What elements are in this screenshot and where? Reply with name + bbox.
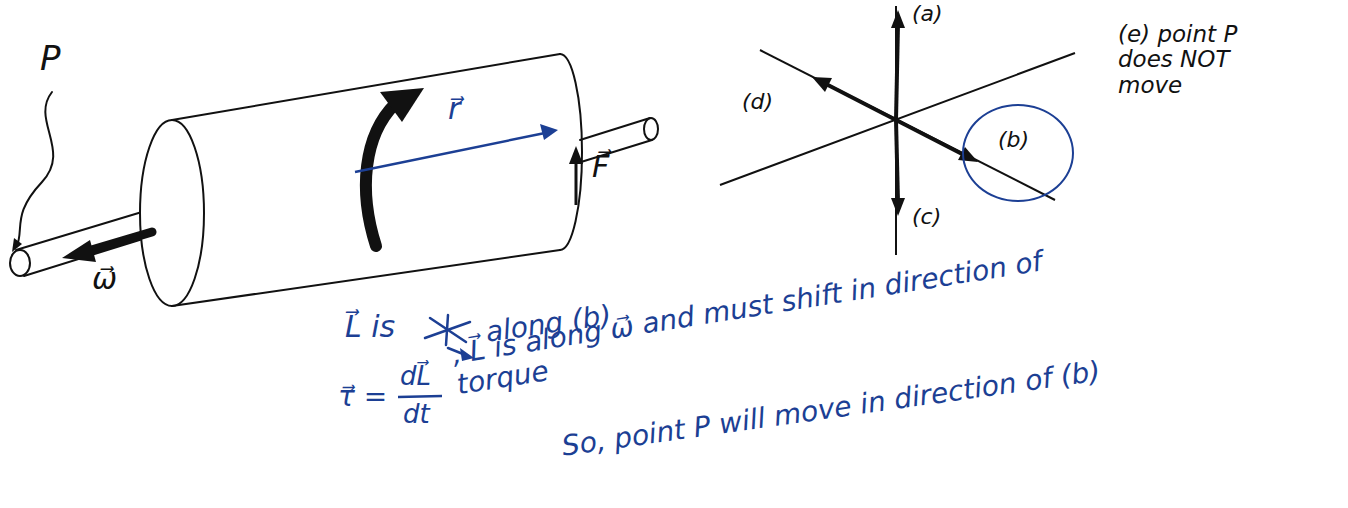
- handwritten-equation: τ⃗ =: [338, 382, 387, 413]
- omega-label: ω⃗: [92, 262, 117, 295]
- handwritten-note: L⃗ is: [345, 310, 395, 343]
- option-note: (e) point P does NOT move: [1118, 22, 1258, 98]
- option-label: (b): [998, 128, 1029, 152]
- option-label: (a): [912, 2, 943, 26]
- circled-answer: (b): [962, 104, 1074, 202]
- handwritten-equation: dt: [403, 400, 430, 429]
- point-label: P: [40, 40, 61, 77]
- force-label: F⃗: [592, 150, 609, 183]
- option-label: (d): [742, 90, 773, 114]
- handwritten-equation: dL⃗: [400, 362, 431, 391]
- radius-vector-label: r⃗: [448, 92, 460, 125]
- option-label: (c): [912, 205, 941, 229]
